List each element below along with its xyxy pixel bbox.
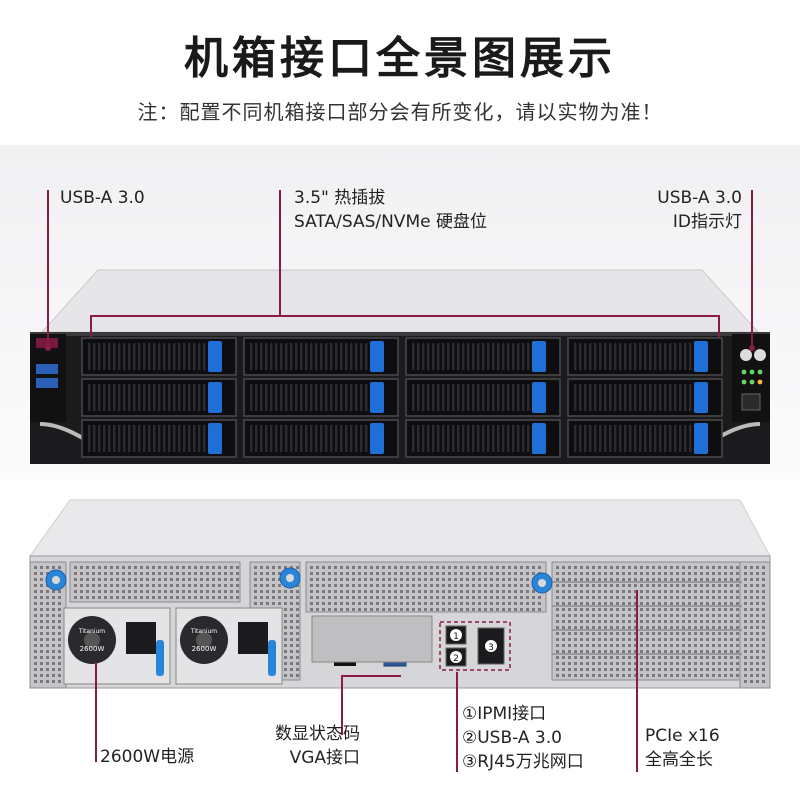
leader-bays-left — [90, 315, 92, 337]
label-ipmi: ①IPMI接口 — [462, 704, 547, 724]
psu-latch — [268, 640, 276, 676]
port-number: 1 — [453, 632, 459, 642]
drive-bay — [405, 337, 561, 376]
power-socket — [126, 622, 156, 654]
label-front-usb: USB-A 3.0 — [60, 188, 145, 208]
drive-release-tab — [532, 382, 546, 413]
leader-pcie — [636, 590, 638, 772]
leader-bays-span — [90, 315, 720, 317]
label-rj45: ③RJ45万兆网口 — [462, 752, 584, 772]
label-vga: VGA接口 — [289, 748, 360, 768]
psu-rating-text: Titanium — [190, 628, 217, 635]
rear-chassis: Titanium 2600W Titanium 2600W 1 2 3 — [29, 499, 771, 689]
drive-release-tab — [370, 382, 384, 413]
drive-bay — [567, 337, 723, 376]
front-chassis-top — [40, 269, 760, 333]
leader-display-span — [341, 675, 401, 677]
drive-bay — [567, 419, 723, 458]
psu-latch — [156, 640, 164, 676]
drive-bay — [81, 378, 237, 417]
drive-bay — [567, 378, 723, 417]
label-bays-line2: SATA/SAS/NVMe 硬盘位 — [294, 212, 487, 232]
port-number: 2 — [453, 654, 459, 664]
drive-release-tab — [532, 341, 546, 372]
id-button — [754, 349, 766, 361]
io-highlight-box — [439, 621, 511, 671]
drive-release-tab — [208, 341, 222, 372]
psu-wattage-text: 2600W — [192, 645, 217, 653]
drive-bay-grid — [81, 337, 723, 458]
label-id-led: ID指示灯 — [672, 212, 742, 232]
drive-bay — [405, 419, 561, 458]
drive-bay — [243, 337, 399, 376]
leader-psu — [95, 662, 97, 762]
psu-wattage-text: 2600W — [80, 645, 105, 653]
label-pcie-length: 全高全长 — [645, 750, 713, 770]
drive-release-tab — [370, 423, 384, 454]
label-rear-usb: ②USB-A 3.0 — [462, 728, 562, 748]
leader-usb-right — [751, 190, 753, 348]
drive-release-tab — [694, 423, 708, 454]
label-front-usb-right: USB-A 3.0 — [657, 188, 742, 208]
drive-bay — [243, 378, 399, 417]
leader-bays — [279, 190, 281, 316]
leader-display — [341, 675, 343, 735]
leader-usb-left — [47, 190, 49, 348]
drive-release-tab — [694, 382, 708, 413]
leader-bays-right — [718, 315, 720, 337]
leader-dot — [45, 345, 51, 351]
drive-release-tab — [208, 382, 222, 413]
drive-bay — [81, 337, 237, 376]
leader-dot — [749, 345, 755, 351]
leader-io — [456, 672, 458, 772]
usb-port-left-1 — [36, 364, 58, 374]
label-status-display: 数显状态码 — [275, 724, 360, 744]
drive-bay — [81, 419, 237, 458]
drive-release-tab — [694, 341, 708, 372]
psu-rating-text: Titanium — [78, 628, 105, 635]
usb-port-left-2 — [36, 378, 58, 388]
label-psu: 2600W电源 — [100, 747, 195, 767]
power-button — [740, 349, 752, 361]
psu-1: Titanium 2600W — [63, 607, 171, 685]
drive-bay — [243, 419, 399, 458]
power-socket — [238, 622, 268, 654]
port-number: 3 — [488, 643, 494, 653]
psu-2: Titanium 2600W — [175, 607, 283, 685]
drive-bay — [405, 378, 561, 417]
label-pcie: PCIe x16 — [645, 726, 720, 746]
drive-release-tab — [370, 341, 384, 372]
drive-release-tab — [208, 423, 222, 454]
page-title: 机箱接口全景图展示 — [184, 33, 616, 84]
label-bays-line1: 3.5" 热插拔 — [294, 188, 386, 208]
drive-release-tab — [532, 423, 546, 454]
disclaimer-note: 注：配置不同机箱接口部分会有所变化，请以实物为准！ — [137, 100, 663, 124]
